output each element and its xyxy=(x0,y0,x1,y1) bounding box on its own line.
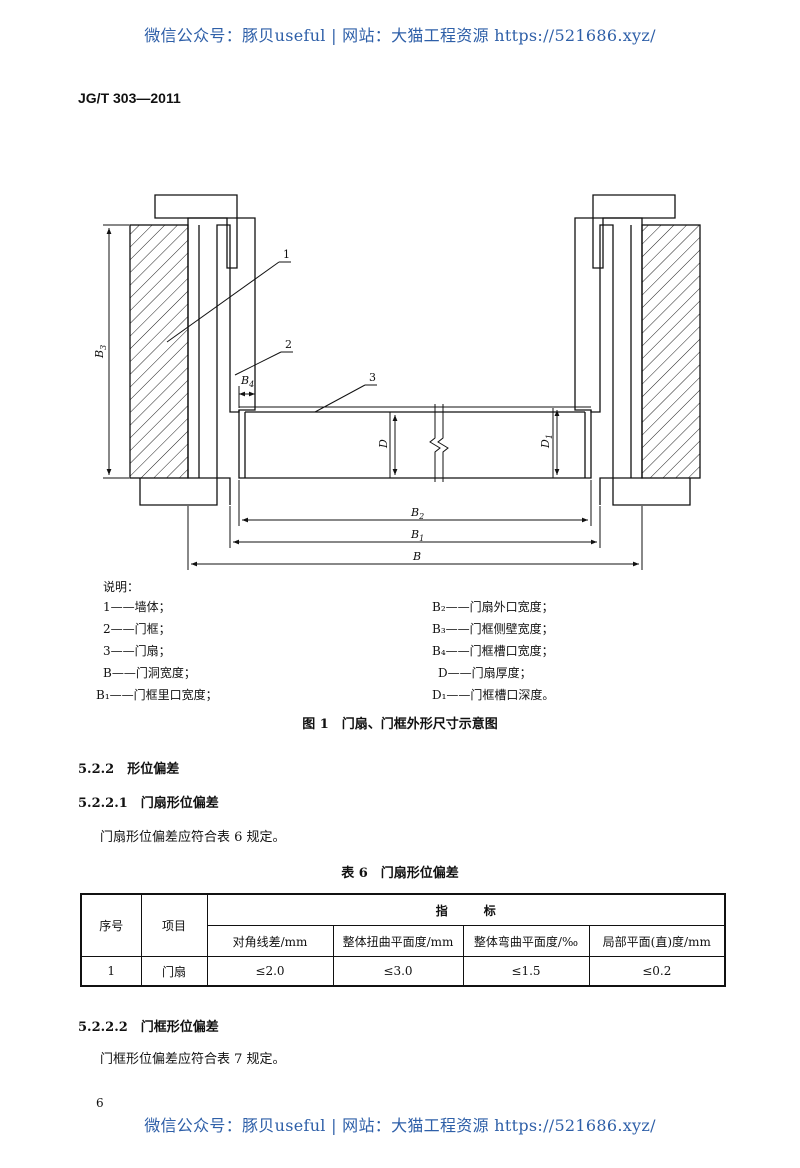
legend-item: D——门扇厚度； xyxy=(438,666,532,680)
legend-item: B₃——门框侧壁宽度； xyxy=(432,622,554,636)
legend-item: 1——墙体； xyxy=(103,600,171,614)
door-frame-diagram: 1 2 3 B3 B4 D D1 B2 B1 B xyxy=(95,194,701,570)
left-frame xyxy=(187,217,256,479)
paragraph-table7-ref: 门框形位偏差应符合表 7 规定。 xyxy=(100,1052,286,1067)
section-heading-5-2-2: 5.2.2 形位偏差 xyxy=(78,762,180,777)
header-no: 序号 xyxy=(80,893,142,957)
table-row: 1 门扇 ≤2.0 ≤3.0 ≤1.5 ≤0.2 xyxy=(80,956,726,987)
left-wall xyxy=(129,224,189,479)
legend-item: D₁——门框槽口深度。 xyxy=(432,688,555,702)
header-item: 项目 xyxy=(140,893,208,957)
dim-b3: B3 xyxy=(95,345,108,359)
legend-item: B——门洞宽度； xyxy=(103,666,196,680)
watermark-top: 微信公众号：豚贝useful | 网站：大猫工程资源 https://52168… xyxy=(144,26,656,45)
cell-no: 1 xyxy=(80,956,142,987)
legend-item: B₄——门框槽口宽度； xyxy=(432,644,554,658)
standard-code: JG/T 303—2011 xyxy=(78,90,181,106)
watermark-bottom: 微信公众号：豚贝useful | 网站：大猫工程资源 https://52168… xyxy=(144,1116,656,1135)
dim-d1: D1 xyxy=(539,434,554,449)
dim-b: B xyxy=(412,550,421,563)
dim-d: D xyxy=(377,439,390,449)
header-index: 指 标 xyxy=(206,893,726,926)
dim-b4: B4 xyxy=(240,374,254,389)
right-wall xyxy=(641,224,701,479)
page-number: 6 xyxy=(96,1096,104,1110)
paragraph-table6-ref: 门扇形位偏差应符合表 6 规定。 xyxy=(100,830,286,845)
table-caption: 表 6 门扇形位偏差 xyxy=(341,866,459,881)
callout-1: 1 xyxy=(283,248,290,261)
header-twist: 整体扭曲平面度/mm xyxy=(332,925,464,957)
dim-b1: B1 xyxy=(410,528,424,543)
header-local-flatness: 局部平面(直)度/mm xyxy=(588,925,726,957)
cell-value: ≤1.5 xyxy=(462,956,590,987)
section-heading-5-2-2-1: 5.2.2.1 门扇形位偏差 xyxy=(78,796,219,811)
dim-b2: B2 xyxy=(410,506,424,521)
header-diagonal: 对角线差/mm xyxy=(206,925,334,957)
table-6: 序号 项目 指 标 对角线差/mm 整体扭曲平面度/mm 整体弯曲平面度/‰ 局… xyxy=(80,893,727,987)
legend-item: 2——门框； xyxy=(103,622,171,636)
callout-2: 2 xyxy=(285,338,292,351)
legend-item: B₁——门框里口宽度； xyxy=(96,688,218,702)
cell-value: ≤2.0 xyxy=(206,956,334,987)
figure-caption: 图 1 门扇、门框外形尺寸示意图 xyxy=(302,717,498,732)
header-bend: 整体弯曲平面度/‰ xyxy=(462,925,590,957)
cell-value: ≤0.2 xyxy=(588,956,726,987)
section-heading-5-2-2-2: 5.2.2.2 门框形位偏差 xyxy=(78,1020,219,1035)
legend-heading: 说明： xyxy=(103,580,140,594)
legend-item: 3——门扇； xyxy=(103,644,171,658)
legend-item: B₂——门扇外口宽度； xyxy=(432,600,554,614)
callout-3: 3 xyxy=(369,371,376,384)
cell-value: ≤3.0 xyxy=(332,956,464,987)
right-frame xyxy=(574,217,643,479)
cell-item: 门扇 xyxy=(140,956,208,987)
door-leaf xyxy=(238,410,592,479)
